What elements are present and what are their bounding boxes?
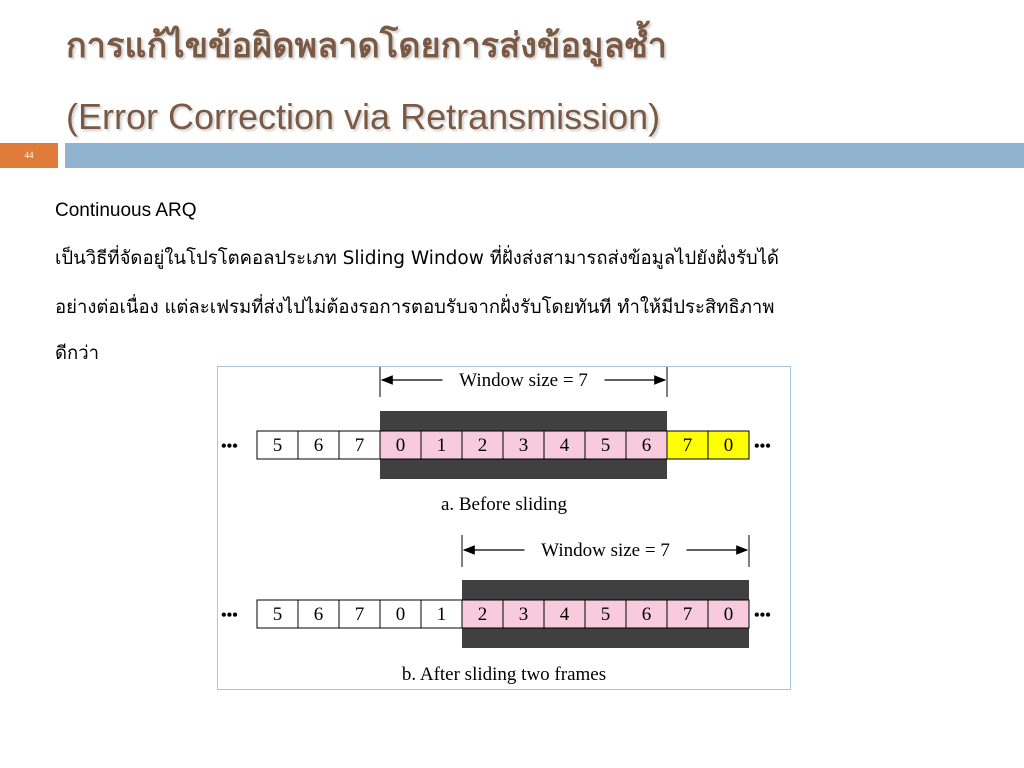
ellipsis-right: ••• bbox=[754, 607, 771, 624]
body-line-3: ดีกว่า bbox=[55, 343, 99, 364]
slide-number: 44 bbox=[24, 150, 34, 160]
frame-number: 4 bbox=[560, 435, 570, 456]
frame-number: 1 bbox=[437, 435, 447, 456]
frame-cell bbox=[707, 599, 750, 629]
slide-title-english: (Error Correction via Retransmission) bbox=[66, 96, 661, 137]
frame-number: 6 bbox=[314, 604, 324, 625]
frame-number: 5 bbox=[601, 604, 611, 625]
frame-cell bbox=[625, 430, 668, 460]
frame-number: 5 bbox=[273, 435, 283, 456]
accent-bar-left bbox=[0, 143, 58, 168]
body-line-1: เป็นวิธีที่จัดอยู่ในโปรโตคอลประเภท Slidi… bbox=[55, 248, 779, 269]
frame-number: 5 bbox=[273, 604, 283, 625]
frame-number: 0 bbox=[724, 435, 734, 456]
frame-number: 3 bbox=[519, 435, 529, 456]
frame-cell bbox=[707, 430, 750, 460]
sliding-window-diagram: Window size = 7 5 6 7 0 1 2 3 4 5 6 7 0 ••• ••• a. Befo… bbox=[221, 365, 771, 685]
frame-number: 6 bbox=[642, 435, 652, 456]
window-label-bg bbox=[524, 538, 687, 560]
section-subtitle: Continuous ARQ bbox=[55, 200, 197, 221]
frame-cell bbox=[297, 430, 340, 460]
frame-number: 4 bbox=[560, 604, 570, 625]
frame-number: 5 bbox=[601, 435, 611, 456]
frame-number: 0 bbox=[396, 435, 406, 456]
frame-number: 0 bbox=[396, 604, 406, 625]
accent-bar-right bbox=[65, 143, 1024, 168]
frame-number: 6 bbox=[314, 435, 324, 456]
body-line-2: อย่างต่อเนื่อง แต่ละเฟรมที่ส่งไปไม่ต้องร… bbox=[55, 297, 775, 318]
frame-cell bbox=[543, 599, 586, 629]
sliding-window-figure: Window size = 7 5 6 7 0 1 2 3 4 5 6 7 0 ••• ••• a. Befo… bbox=[217, 365, 791, 690]
frame-number: 0 bbox=[724, 604, 734, 625]
window-size-label: Window size = 7 bbox=[541, 540, 670, 561]
panel-caption: a. Before sliding bbox=[441, 494, 568, 515]
frame-number: 1 bbox=[437, 604, 447, 625]
slide-title-thai: การแก้ไขข้อผิดพลาดโดยการส่งข้อมูลซ้ำ bbox=[66, 26, 668, 66]
frame-cell bbox=[256, 430, 299, 460]
frame-cell bbox=[379, 430, 422, 460]
frame-cell bbox=[461, 430, 504, 460]
frame-number: 7 bbox=[683, 604, 693, 625]
frame-number: 7 bbox=[355, 604, 365, 625]
frame-cell bbox=[502, 430, 545, 460]
ellipsis-left: ••• bbox=[221, 607, 238, 624]
frame-cell bbox=[338, 599, 381, 629]
window-label-bg bbox=[442, 368, 605, 390]
frame-number: 7 bbox=[683, 435, 693, 456]
frame-number: 3 bbox=[519, 604, 529, 625]
frame-cell bbox=[502, 599, 545, 629]
ellipsis-right: ••• bbox=[754, 438, 771, 455]
ellipsis-left: ••• bbox=[221, 438, 238, 455]
frame-number: 6 bbox=[642, 604, 652, 625]
frame-cell bbox=[420, 430, 463, 460]
frame-cell bbox=[256, 599, 299, 629]
frame-cell bbox=[379, 599, 422, 629]
frame-cell bbox=[666, 599, 709, 629]
frame-number: 7 bbox=[355, 435, 365, 456]
frame-cell bbox=[584, 430, 627, 460]
frame-number: 2 bbox=[478, 435, 488, 456]
window-size-label: Window size = 7 bbox=[459, 370, 588, 391]
frame-cell bbox=[625, 599, 668, 629]
frame-cell bbox=[297, 599, 340, 629]
frame-cell bbox=[420, 599, 463, 629]
panel-caption: b. After sliding two frames bbox=[402, 664, 606, 685]
frame-cell bbox=[543, 430, 586, 460]
frame-number: 2 bbox=[478, 604, 488, 625]
